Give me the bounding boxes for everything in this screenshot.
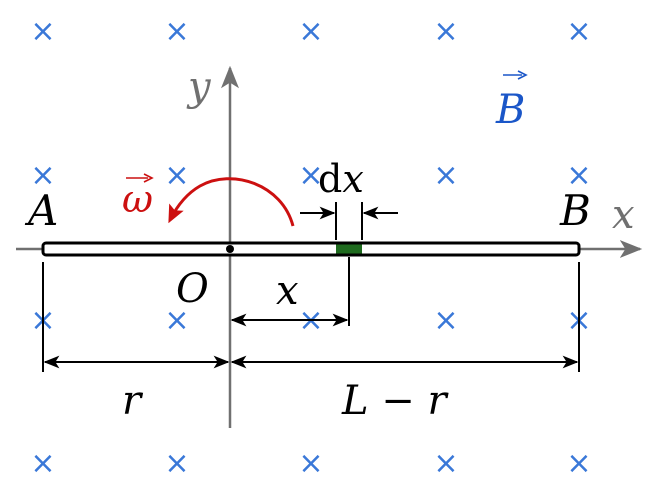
field-cross-icon: × bbox=[164, 446, 189, 481]
dx-label-x: x bbox=[342, 157, 363, 201]
field-cross-icon: × bbox=[30, 446, 55, 481]
field-cross-icon: × bbox=[433, 303, 458, 338]
y-axis-label: y bbox=[186, 64, 212, 110]
omega-rotation-arrow bbox=[168, 177, 295, 227]
field-cross-icon: × bbox=[164, 14, 189, 49]
field-cross-icon: × bbox=[433, 446, 458, 481]
field-cross-icon: × bbox=[298, 446, 323, 481]
B-field-label: B bbox=[495, 87, 525, 133]
origin-label: O bbox=[176, 266, 209, 312]
field-cross-icon: × bbox=[164, 303, 189, 338]
element-dx bbox=[336, 244, 362, 254]
omega-label: ω bbox=[122, 177, 153, 221]
field-cross-icon: × bbox=[433, 14, 458, 49]
magnetic-field-crosses: ×××××××××××××××××××× bbox=[30, 14, 591, 481]
end-label-A: A bbox=[24, 186, 58, 235]
rod-AB bbox=[41, 241, 581, 257]
field-cross-icon: × bbox=[164, 158, 189, 193]
B-field-label-group: B bbox=[495, 70, 528, 133]
omega-label-group: ω bbox=[122, 173, 154, 221]
omega-vector-arrowhead bbox=[143, 173, 154, 183]
x-distance-label: x bbox=[276, 268, 299, 314]
x-axis-label: x bbox=[612, 192, 635, 238]
field-cross-icon: × bbox=[566, 14, 591, 49]
dx-label: dx bbox=[318, 157, 364, 201]
B-vector-arrowhead bbox=[517, 70, 528, 80]
pivot-point bbox=[226, 245, 234, 253]
field-cross-icon: × bbox=[566, 158, 591, 193]
r-distance-label: r bbox=[122, 378, 144, 424]
field-cross-icon: × bbox=[298, 14, 323, 49]
field-cross-icon: × bbox=[298, 158, 323, 193]
field-cross-icon: × bbox=[433, 158, 458, 193]
field-cross-icon: × bbox=[566, 446, 591, 481]
field-cross-icon: × bbox=[30, 14, 55, 49]
end-label-B: B bbox=[559, 186, 591, 235]
dx-label-d: d bbox=[318, 157, 342, 201]
field-cross-icon: × bbox=[30, 158, 55, 193]
L-minus-r-label: L − r bbox=[341, 378, 450, 424]
